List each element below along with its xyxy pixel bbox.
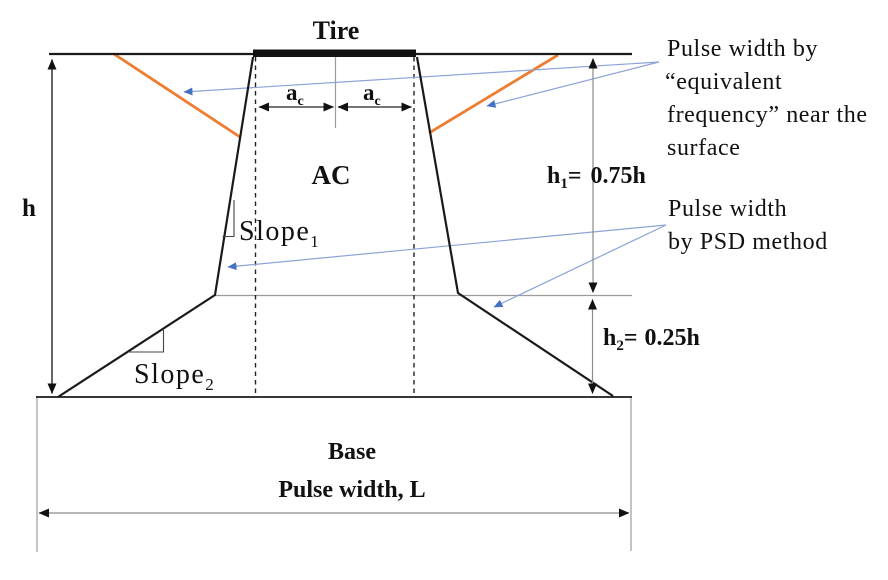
tire-contact-patch <box>253 49 416 57</box>
h2-value: 0.25h <box>645 325 700 351</box>
slope1-sub: 1 <box>310 232 320 251</box>
slope2-sub: 2 <box>205 375 215 394</box>
slope2-angle-mark <box>128 330 165 353</box>
psd-leader-arrow-right <box>493 224 667 308</box>
contact-radius-right-sub: c <box>375 94 381 109</box>
psd-line-2: by PSD method <box>668 229 828 255</box>
stress-zone-right-edge <box>415 56 614 397</box>
stress-zone-left-edge <box>57 56 255 398</box>
h1-eq: = <box>568 163 582 189</box>
slope1-label: Slope1 <box>239 216 320 251</box>
h1-label: h1= 0.75h <box>547 163 646 192</box>
surface-pulse-spread-line-right <box>428 53 559 135</box>
contact-radius-label-right: ac <box>363 80 381 109</box>
h1-sub: 1 <box>560 176 568 192</box>
slope1-word: Slope <box>239 216 310 247</box>
eq-frequency-line-1: Pulse width by <box>667 36 818 62</box>
h2-eq: = <box>624 325 638 351</box>
pulse-width-label: Pulse width, L <box>278 477 425 503</box>
base-layer-label: Base <box>328 439 376 465</box>
slope2-label: Slope2 <box>134 359 215 394</box>
ac-layer-label: AC <box>312 160 351 190</box>
contact-radius-right-base: a <box>363 80 375 105</box>
h2-sub: 2 <box>616 338 624 354</box>
psd-line-1: Pulse width <box>668 196 787 222</box>
eq-frequency-line-4: surface <box>667 135 740 161</box>
surface-pulse-spread-line-left <box>113 52 241 139</box>
h2-label: h2= 0.25h <box>603 325 700 354</box>
slope2-word: Slope <box>134 359 205 390</box>
slope1-angle-mark <box>222 200 235 238</box>
psd-annotation: Pulse width by PSD method <box>668 196 828 255</box>
contact-radius-label-left: ac <box>286 80 304 109</box>
eq-frequency-line-3: frequency” near the <box>667 102 868 128</box>
h1-base: h <box>547 163 560 189</box>
eq-frequency-annotation: Pulse width by “equivalent frequency” ne… <box>665 36 868 161</box>
contact-radius-left-base: a <box>286 80 298 105</box>
eq-frequency-leader-arrow-right <box>486 61 660 108</box>
tire-label: Tire <box>313 16 360 45</box>
h2-base: h <box>603 325 616 351</box>
h1-value: 0.75h <box>591 163 646 189</box>
contact-radius-left-sub: c <box>298 94 304 109</box>
h-label: h <box>22 195 36 222</box>
eq-frequency-line-2: “equivalent <box>665 69 782 95</box>
